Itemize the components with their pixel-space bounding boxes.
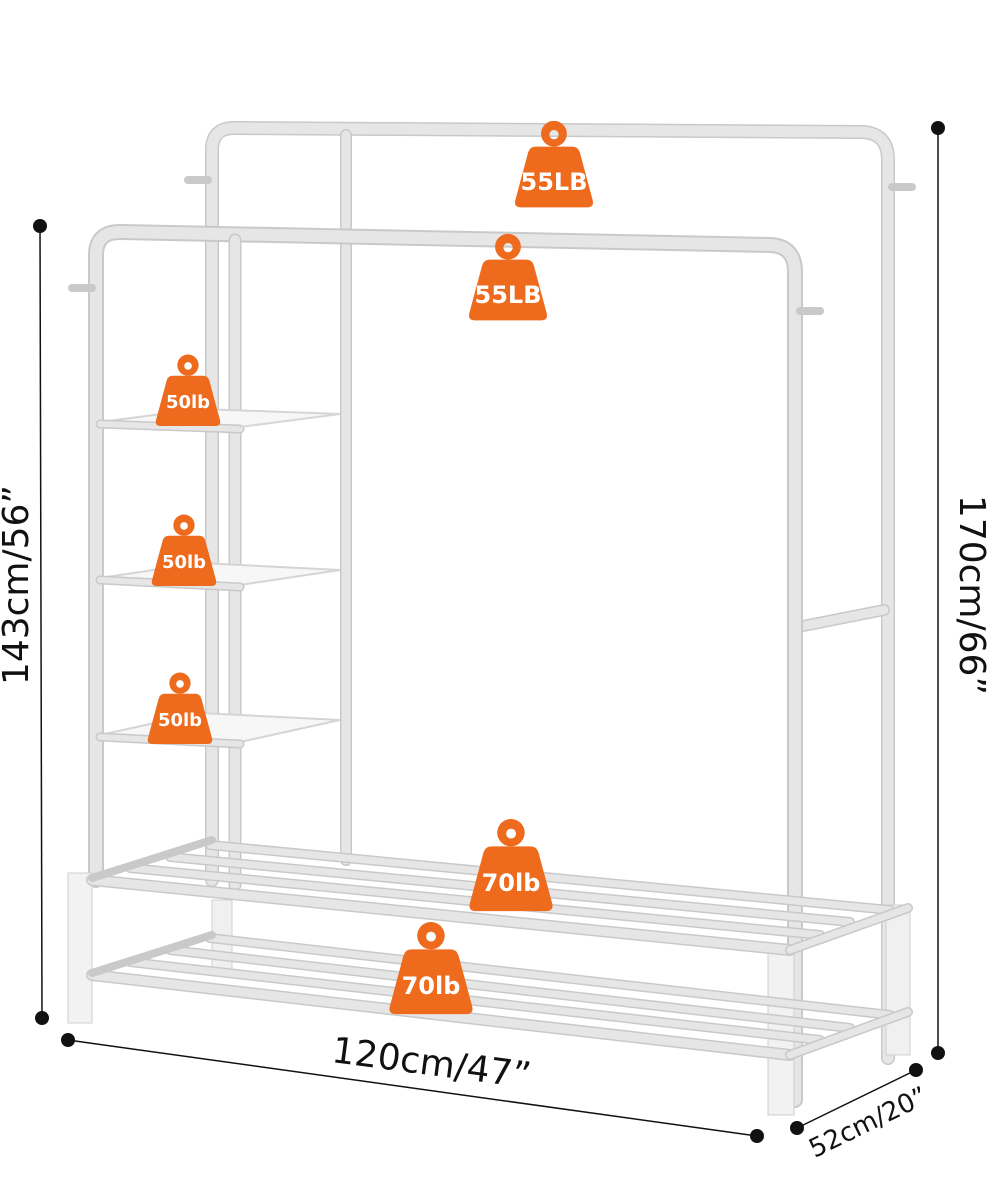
shelf-top (95, 407, 341, 434)
svg-text:170cm/66”: 170cm/66” (951, 495, 989, 695)
svg-text:55LB: 55LB (475, 281, 542, 309)
weight-badge-front-rail: 55LB (468, 233, 548, 321)
dimension-depth: 52cm/20” (790, 1063, 933, 1164)
weight-badge-shelf-bottom: 50lb (147, 672, 213, 744)
weight-badge-shelf-middle: 50lb (151, 514, 217, 586)
svg-text:70lb: 70lb (482, 869, 541, 897)
weight-badge-back-rail: 55LB (514, 120, 594, 208)
svg-text:50lb: 50lb (166, 392, 210, 413)
weight-badge-shoe-rack-upper: 70lb (469, 818, 553, 912)
svg-text:143cm/56”: 143cm/56” (0, 485, 37, 685)
dimension-width: 120cm/47” (61, 1030, 764, 1143)
svg-text:70lb: 70lb (402, 972, 461, 1000)
shelf-bottom (95, 711, 341, 749)
side-shelves (95, 407, 341, 749)
shelf-middle (95, 561, 341, 592)
svg-text:120cm/47”: 120cm/47” (330, 1030, 534, 1097)
front-frame (68, 223, 824, 1108)
weight-badge-shoe-rack-lower: 70lb (389, 921, 473, 1015)
dimension-height-front: 143cm/56” (0, 219, 49, 1025)
shoe-rack-base (67, 836, 913, 1116)
svg-text:50lb: 50lb (158, 710, 202, 731)
dimension-height-back: 170cm/66” (931, 121, 989, 1060)
svg-text:50lb: 50lb (162, 552, 206, 573)
svg-text:55LB: 55LB (521, 168, 588, 196)
weight-badge-shelf-top: 50lb (155, 354, 221, 426)
